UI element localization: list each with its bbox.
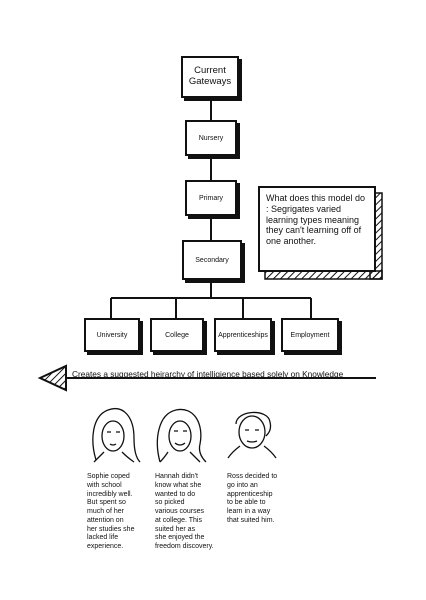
sophie-caption: Sophie coped with school incredibly well… [87,473,135,550]
level-box-secondary: Secondary [182,240,242,280]
man-short-hair-portrait-icon [227,411,277,459]
outcome-box-apprenticeships: Apprenticeships [214,318,272,352]
level-box-nursery: Nursery [185,120,237,156]
university-label: University [96,331,128,339]
root-label: Current Gateways [188,65,232,87]
outcome-box-university: University [84,318,140,352]
woman-smiling-portrait-icon [156,408,207,463]
question-text: What does this model do : Segrigates var… [266,193,366,247]
hannah-caption: Hannah didn't know what she wanted to do… [155,473,214,550]
outcome-box-employment: Employment [281,318,339,352]
employment-label: Employment [290,331,330,339]
hierarchy-arrow-head [37,364,67,392]
level-box-primary: Primary [185,180,237,216]
woman-long-hair-portrait-icon [92,408,141,463]
secondary-label: Secondary [195,256,229,264]
hierarchy-arrow-caption: Creates a suggested heirarchy of intelli… [72,369,344,379]
nursery-label: Nursery [198,134,224,142]
ross-caption: Ross decided to go into an apprenticeshi… [227,473,278,524]
outcome-box-college: College [150,318,204,352]
root-box-current-gateways: Current Gateways [181,56,239,98]
question-shadow-bottom [264,270,383,280]
apprenticeships-label: Apprenticeships [218,331,268,339]
primary-label: Primary [198,194,224,202]
question-box: What does this model do : Segrigates var… [258,186,376,272]
college-label: College [165,331,189,339]
